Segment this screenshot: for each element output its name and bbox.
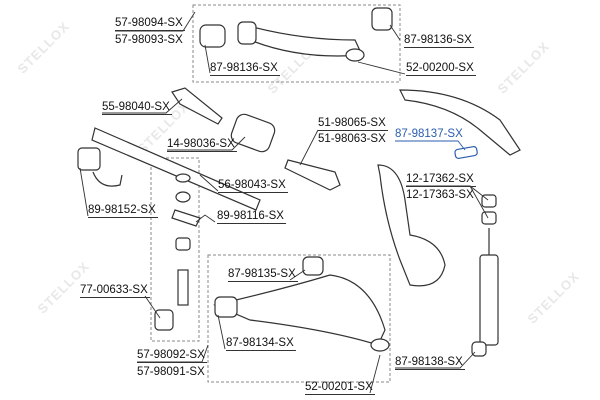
upper-control-arm bbox=[244, 24, 363, 57]
part-label[interactable]: 57-98093-SX bbox=[115, 34, 183, 46]
part-label[interactable]: 87-98134-SX bbox=[226, 337, 296, 351]
shock-absorber bbox=[479, 254, 499, 346]
stabilizer-bushing bbox=[77, 147, 101, 171]
part-label[interactable]: 87-98135-SX bbox=[228, 268, 298, 282]
part-label[interactable]: 51-98065-SX bbox=[318, 117, 388, 131]
part-label[interactable]: 57-98092-SX bbox=[137, 349, 207, 363]
part-label[interactable]: 87-98136-SX bbox=[210, 62, 280, 76]
lower-arm-group-box bbox=[207, 254, 391, 383]
steering-boot bbox=[230, 113, 276, 153]
part-label[interactable]: 56-98043-SX bbox=[218, 179, 288, 193]
highlighted-bushing bbox=[454, 146, 478, 159]
part-label[interactable]: 77-00633-SX bbox=[80, 284, 150, 298]
lower-bushing-rear bbox=[302, 256, 324, 276]
outer-tie-rod bbox=[284, 159, 341, 191]
lower-control-arm bbox=[213, 274, 386, 346]
lower-ball-joint bbox=[370, 338, 390, 352]
upper-ball-joint bbox=[345, 48, 365, 62]
link-bushing bbox=[154, 309, 174, 331]
lower-bushing-front bbox=[214, 296, 238, 318]
part-label[interactable]: 87-98136-SX bbox=[404, 34, 474, 48]
upper-bushing-front bbox=[199, 24, 226, 48]
stabilizer-link-arm bbox=[171, 209, 201, 227]
part-label[interactable]: 52-00200-SX bbox=[406, 62, 476, 76]
inner-tie-rod bbox=[171, 87, 223, 125]
link-group-box bbox=[150, 157, 200, 342]
part-label[interactable]: 51-98063-SX bbox=[318, 133, 386, 145]
part-label[interactable]: 89-98116-SX bbox=[217, 210, 286, 224]
part-label[interactable]: 12-17363-SX bbox=[406, 189, 474, 201]
shield-plate bbox=[399, 89, 521, 156]
part-label-highlighted[interactable]: 87-98137-SX bbox=[395, 128, 463, 140]
stabilizer-bar bbox=[91, 127, 261, 211]
part-label[interactable]: 57-98091-SX bbox=[137, 366, 205, 378]
upper-arm-group-box bbox=[192, 4, 401, 83]
part-label[interactable]: 14-98036-SX bbox=[167, 138, 237, 152]
steering-knuckle bbox=[377, 164, 446, 287]
part-label[interactable]: 57-98094-SX bbox=[115, 17, 185, 31]
stabilizer-link bbox=[177, 269, 189, 306]
part-label[interactable]: 87-98138-SX bbox=[395, 356, 465, 370]
bushing-bracket bbox=[92, 171, 123, 187]
part-label[interactable]: 12-17362-SX bbox=[406, 173, 476, 187]
upper-bushing-rear bbox=[371, 7, 393, 31]
part-label[interactable]: 55-98040-SX bbox=[102, 101, 172, 115]
part-label[interactable]: 89-98152-SX bbox=[88, 204, 158, 218]
part-label[interactable]: 52-00201-SX bbox=[305, 381, 375, 395]
